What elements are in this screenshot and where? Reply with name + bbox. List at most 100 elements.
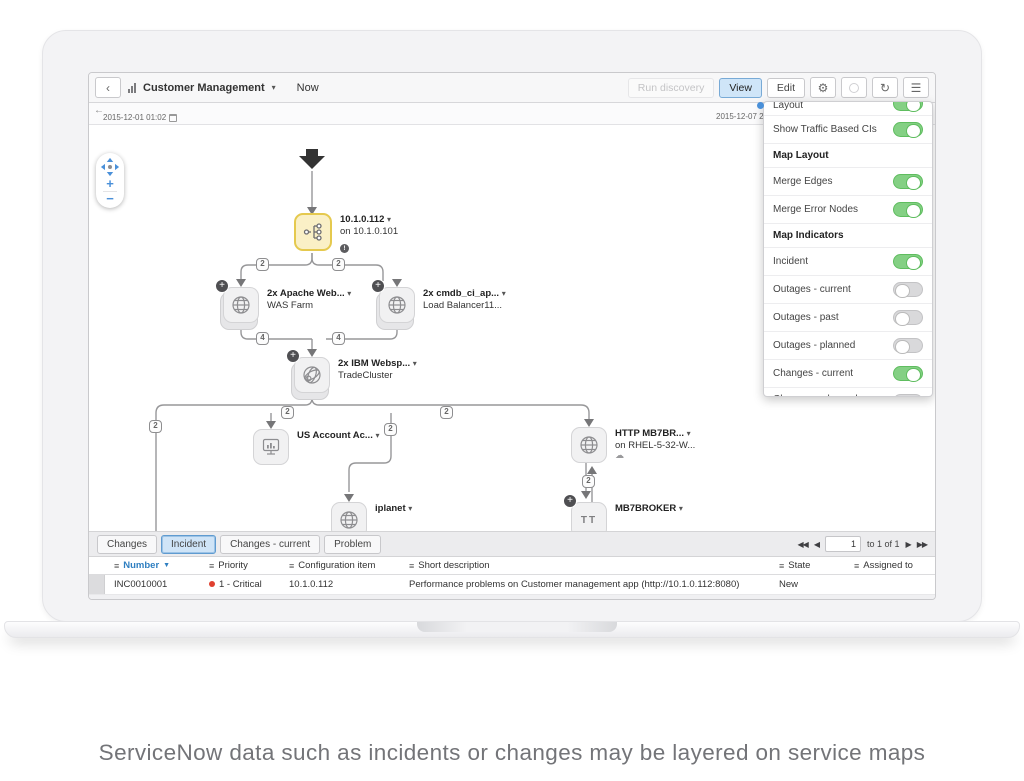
toggle-switch[interactable] <box>893 122 923 138</box>
settings-label: Outages - past <box>773 312 839 323</box>
settings-label: Merge Edges <box>773 176 833 187</box>
column-menu-icon[interactable]: ≡ <box>289 560 295 571</box>
settings-row[interactable]: Changes - current <box>764 360 932 388</box>
column-header-configuration-item[interactable]: Configuration item <box>298 560 376 571</box>
column-header-assigned-to[interactable]: Assigned to <box>863 560 913 571</box>
laptop-base <box>4 621 1020 638</box>
expand-plus-icon[interactable]: + <box>215 279 229 293</box>
settings-row[interactable]: Changes - planned <box>764 388 932 396</box>
pan-compass-icon[interactable] <box>100 157 120 177</box>
map-node-root[interactable]: 10.1.0.112 ▾ on 10.1.0.101 ! <box>294 213 398 255</box>
node-menu-caret-icon[interactable]: ▾ <box>501 289 506 298</box>
node-menu-caret-icon[interactable]: ▾ <box>678 504 683 513</box>
settings-row[interactable]: Outages - planned <box>764 332 932 360</box>
node-menu-caret-icon[interactable]: ▾ <box>412 359 417 368</box>
column-header-state[interactable]: State <box>788 560 811 571</box>
edge-count-badge: 2 <box>149 420 162 433</box>
timeline-back-icon[interactable]: ← <box>94 105 104 116</box>
settings-row[interactable]: Merge Error Nodes <box>764 196 932 224</box>
row-gutter[interactable] <box>89 575 105 594</box>
column-menu-icon[interactable]: ≡ <box>779 560 785 571</box>
last-page-icon[interactable]: ▶▶ <box>916 539 928 549</box>
caption-text: ServiceNow data such as incidents or cha… <box>98 740 926 765</box>
toggle-switch[interactable] <box>893 310 923 326</box>
divider <box>103 191 117 192</box>
service-title[interactable]: Customer Management <box>143 81 265 94</box>
zoom-out-button[interactable]: − <box>106 191 114 206</box>
map-node-websphere[interactable]: + 2x IBM Websp... ▾ TradeCluster <box>286 349 417 400</box>
incident-table-row[interactable]: INC0010001 1 - Critical 10.1.0.112 Perfo… <box>89 575 935 595</box>
settings-gear-button[interactable]: ⚙ <box>810 77 836 98</box>
settings-row[interactable]: Incident <box>764 248 932 276</box>
table-footer-strip <box>89 595 935 599</box>
history-button[interactable] <box>841 77 867 98</box>
expand-plus-icon[interactable]: + <box>563 494 577 508</box>
map-node-apache[interactable]: + 2x Apache Web... ▾ WAS Farm <box>215 279 352 330</box>
settings-label: Outages - planned <box>773 340 856 351</box>
column-menu-icon[interactable]: ≡ <box>114 560 120 571</box>
tab-changes[interactable]: Changes <box>97 534 158 554</box>
timeline-marker-dot[interactable] <box>757 102 764 109</box>
menu-button[interactable]: ☰ <box>903 77 929 98</box>
column-header-short-description[interactable]: Short description <box>418 560 490 571</box>
settings-row[interactable]: Outages - past <box>764 304 932 332</box>
node-name: 10.1.0.112 <box>340 214 385 225</box>
toggle-switch[interactable] <box>893 338 923 354</box>
map-toolbar: ‹ Customer Management ▾ Now Run discover… <box>89 73 935 103</box>
expand-plus-icon[interactable]: + <box>286 349 300 363</box>
back-button[interactable]: ‹ <box>95 77 121 98</box>
map-node-mb7broker[interactable]: + TT MB7BROKER ▾ <box>563 494 683 531</box>
view-button[interactable]: View <box>719 77 762 98</box>
node-subtitle: Load Balancer11... <box>423 300 503 311</box>
toggle-switch[interactable] <box>893 254 923 270</box>
toggle-switch[interactable] <box>893 394 923 396</box>
column-menu-icon[interactable]: ≡ <box>854 560 860 571</box>
column-header-priority[interactable]: Priority <box>218 560 248 571</box>
toggle-switch[interactable] <box>893 366 923 382</box>
settings-row[interactable]: Hierarchic Topology Layout <box>764 102 932 116</box>
node-menu-caret-icon[interactable]: ▾ <box>375 431 380 440</box>
expand-plus-icon[interactable]: + <box>371 279 385 293</box>
map-node-iplanet[interactable]: iplanet ▾ <box>331 502 412 531</box>
refresh-button[interactable]: ↻ <box>872 77 898 98</box>
settings-row[interactable]: Outages - current <box>764 276 932 304</box>
settings-row[interactable]: Merge Edges <box>764 168 932 196</box>
toggle-switch[interactable] <box>893 282 923 298</box>
cell-number[interactable]: INC0010001 <box>114 579 168 590</box>
node-menu-caret-icon[interactable]: ▾ <box>347 289 352 298</box>
map-node-http[interactable]: HTTP MB7BR... ▾ on RHEL-5-32-W... ☁ <box>571 427 695 463</box>
map-node-us-account[interactable]: US Account Ac... ▾ <box>253 429 380 465</box>
time-mode-label[interactable]: Now <box>296 81 319 94</box>
node-menu-caret-icon[interactable]: ▾ <box>408 504 413 513</box>
run-discovery-button[interactable]: Run discovery <box>627 77 715 98</box>
tab-incident[interactable]: Incident <box>161 534 217 554</box>
column-header-number[interactable]: Number <box>123 560 160 571</box>
first-page-icon[interactable]: ◀◀ <box>797 539 809 549</box>
edit-button[interactable]: Edit <box>766 77 805 98</box>
settings-row[interactable]: Show Traffic Based CIs <box>764 116 932 144</box>
page-number-input[interactable] <box>825 536 861 552</box>
toggle-switch[interactable] <box>893 102 923 112</box>
toggle-switch[interactable] <box>893 174 923 190</box>
map-node-loadbalancer[interactable]: + 2x cmdb_ci_ap... ▾ Load Balancer11... <box>371 279 506 330</box>
settings-header-label: Map Indicators <box>773 230 844 241</box>
node-menu-caret-icon[interactable]: ▾ <box>686 429 691 438</box>
incident-indicator-icon[interactable]: ! <box>340 244 349 253</box>
cell-configuration-item: 10.1.0.112 <box>289 579 334 590</box>
calendar-icon[interactable] <box>169 113 178 122</box>
next-page-icon[interactable]: ▶ <box>905 539 912 549</box>
column-menu-icon[interactable]: ≡ <box>209 560 215 571</box>
timeline-bar[interactable]: ← 2015-12-01 01:02 2015-12-07 22 <box>89 103 935 125</box>
zoom-in-button[interactable]: + <box>106 176 114 191</box>
tab-problem[interactable]: Problem <box>324 534 382 554</box>
node-menu-caret-icon[interactable]: ▾ <box>387 215 392 224</box>
column-menu-icon[interactable]: ≡ <box>409 560 415 571</box>
toggle-switch[interactable] <box>893 202 923 218</box>
map-pan-zoom-control[interactable]: + − <box>96 153 124 208</box>
chevron-down-icon[interactable]: ▾ <box>271 83 276 92</box>
prev-page-icon[interactable]: ◀ <box>813 539 820 549</box>
tab-changes-current[interactable]: Changes - current <box>220 534 321 554</box>
cloud-indicator-icon: ☁ <box>615 450 624 460</box>
page-range-label: to 1 of 1 <box>867 539 900 549</box>
service-map-window: ‹ Customer Management ▾ Now Run discover… <box>88 72 936 600</box>
